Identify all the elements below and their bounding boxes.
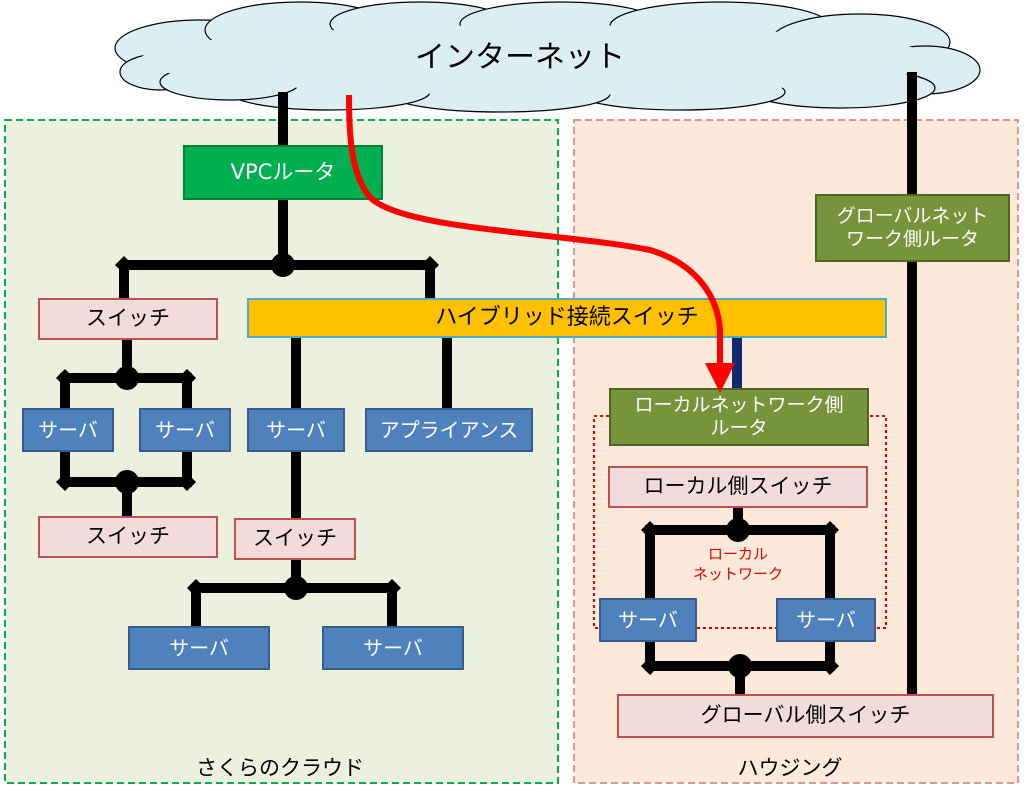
junction-markers bbox=[56, 253, 839, 678]
local-side-switch[interactable]: ローカル側スイッチ bbox=[608, 466, 868, 508]
local-network-router[interactable]: ローカルネットワーク側 ルータ bbox=[609, 388, 869, 446]
server-left-2[interactable]: サーバ bbox=[139, 408, 231, 452]
server-middle[interactable]: サーバ bbox=[247, 408, 345, 452]
switch-top-left[interactable]: スイッチ bbox=[38, 298, 218, 340]
housing-label: ハウジング bbox=[737, 756, 843, 780]
internet-label: インターネット bbox=[415, 40, 625, 75]
housing-server-2[interactable]: サーバ bbox=[776, 598, 876, 642]
sakura-cloud-label: さくらのクラウド bbox=[196, 756, 364, 780]
switch-bottom-left[interactable]: スイッチ bbox=[38, 516, 218, 558]
server-bottom-1[interactable]: サーバ bbox=[128, 626, 270, 670]
local-network-label: ローカル ネットワーク bbox=[678, 544, 798, 585]
local-router-line-2: ルータ bbox=[710, 417, 768, 439]
global-side-switch[interactable]: グローバル側スイッチ bbox=[617, 694, 994, 738]
server-left-1[interactable]: サーバ bbox=[22, 408, 114, 452]
global-router-line-1: グローバルネット bbox=[836, 205, 989, 228]
global-router-line-2: ワーク側ルータ bbox=[845, 228, 979, 250]
local-network-line-1: ローカル bbox=[707, 545, 768, 563]
vpc-router[interactable]: VPCルータ bbox=[183, 145, 383, 200]
local-network-line-2: ネットワーク bbox=[692, 565, 783, 584]
local-router-line-1: ローカルネットワーク側 bbox=[634, 394, 844, 417]
global-network-router[interactable]: グローバルネット ワーク側ルータ bbox=[815, 194, 1010, 262]
server-bottom-2[interactable]: サーバ bbox=[322, 626, 464, 670]
switch-middle[interactable]: スイッチ bbox=[234, 518, 356, 560]
housing-server-1[interactable]: サーバ bbox=[599, 598, 697, 642]
appliance[interactable]: アプライアンス bbox=[365, 408, 533, 452]
hybrid-connection-switch[interactable]: ハイブリッド接続スイッチ bbox=[247, 298, 887, 338]
